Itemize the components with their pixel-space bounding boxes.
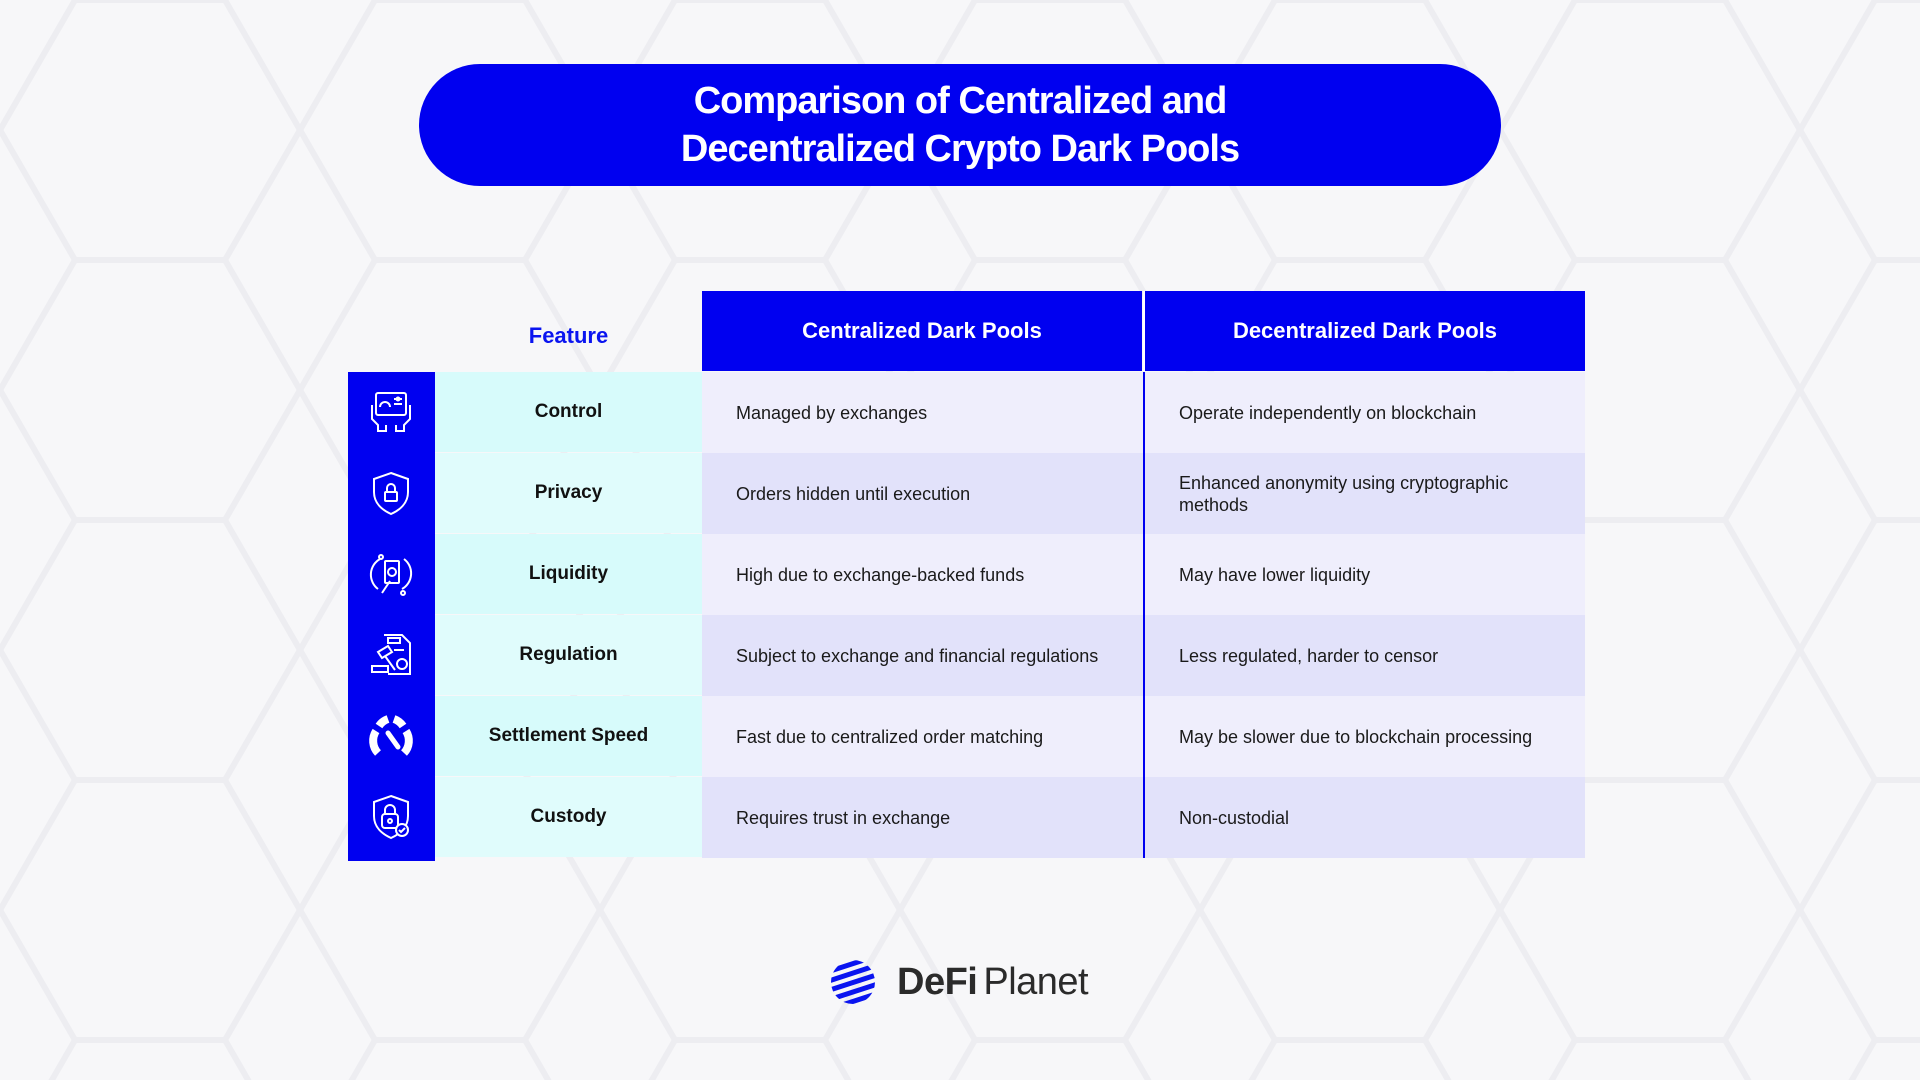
title-line-2: Decentralized Crypto Dark Pools: [680, 128, 1240, 170]
logo-text-planet: Planet: [983, 960, 1089, 1003]
icon-column: [348, 372, 435, 861]
feature-cell: Privacy: [435, 453, 702, 533]
speedometer-icon: [369, 715, 413, 756]
centralized-cell: Requires trust in exchange: [702, 777, 1143, 858]
decentralized-cell: Non-custodial: [1145, 777, 1585, 858]
table-row-liquidity: Liquidity High due to exchange-backed fu…: [435, 534, 1585, 615]
centralized-cell: Managed by exchanges: [702, 372, 1143, 453]
decentralized-cell: Operate independently on blockchain: [1145, 372, 1585, 453]
decentralized-cell: Less regulated, harder to censor: [1145, 615, 1585, 696]
logo-text-defi: DeFi: [897, 960, 978, 1003]
feature-cell: Control: [435, 372, 702, 452]
title-line-1: Comparison of Centralized and: [693, 80, 1228, 122]
centralized-cell: Orders hidden until execution: [702, 453, 1143, 534]
title-banner: Comparison of Centralized and Decentrali…: [419, 64, 1501, 186]
feature-cell: Liquidity: [435, 534, 702, 614]
decentralized-cell: May have lower liquidity: [1145, 534, 1585, 615]
centralized-cell: Fast due to centralized order matching: [702, 696, 1143, 777]
table-row-privacy: Privacy Orders hidden until execution En…: [435, 453, 1585, 534]
tablet-control-icon: [371, 392, 411, 432]
feature-cell: Custody: [435, 777, 702, 857]
centralized-cell: Subject to exchange and financial regula…: [702, 615, 1143, 696]
header-divider: [1143, 291, 1145, 371]
feature-cell: Regulation: [435, 615, 702, 695]
gavel-document-icon: [371, 634, 411, 675]
header-decentralized: Decentralized Dark Pools: [1145, 291, 1585, 371]
table-row-custody: Custody Requires trust in exchange Non-c…: [435, 777, 1585, 858]
money-cycle-icon: [369, 554, 413, 596]
table-row-control: Control Managed by exchanges Operate ind…: [435, 372, 1585, 453]
table-row-settlement-speed: Settlement Speed Fast due to centralized…: [435, 696, 1585, 777]
shield-lock-icon: [373, 471, 409, 516]
table-row-regulation: Regulation Subject to exchange and finan…: [435, 615, 1585, 696]
column-divider: [1143, 372, 1145, 858]
decentralized-cell: Enhanced anonymity using cryptographic m…: [1145, 453, 1585, 534]
centralized-cell: High due to exchange-backed funds: [702, 534, 1143, 615]
decentralized-cell: May be slower due to blockchain processi…: [1145, 696, 1585, 777]
globe-stripes-icon: [831, 960, 875, 1004]
header-feature: Feature: [528, 323, 609, 348]
shield-padlock-check-icon: [373, 794, 409, 840]
header-centralized: Centralized Dark Pools: [702, 291, 1142, 371]
feature-cell: Settlement Speed: [435, 696, 702, 776]
